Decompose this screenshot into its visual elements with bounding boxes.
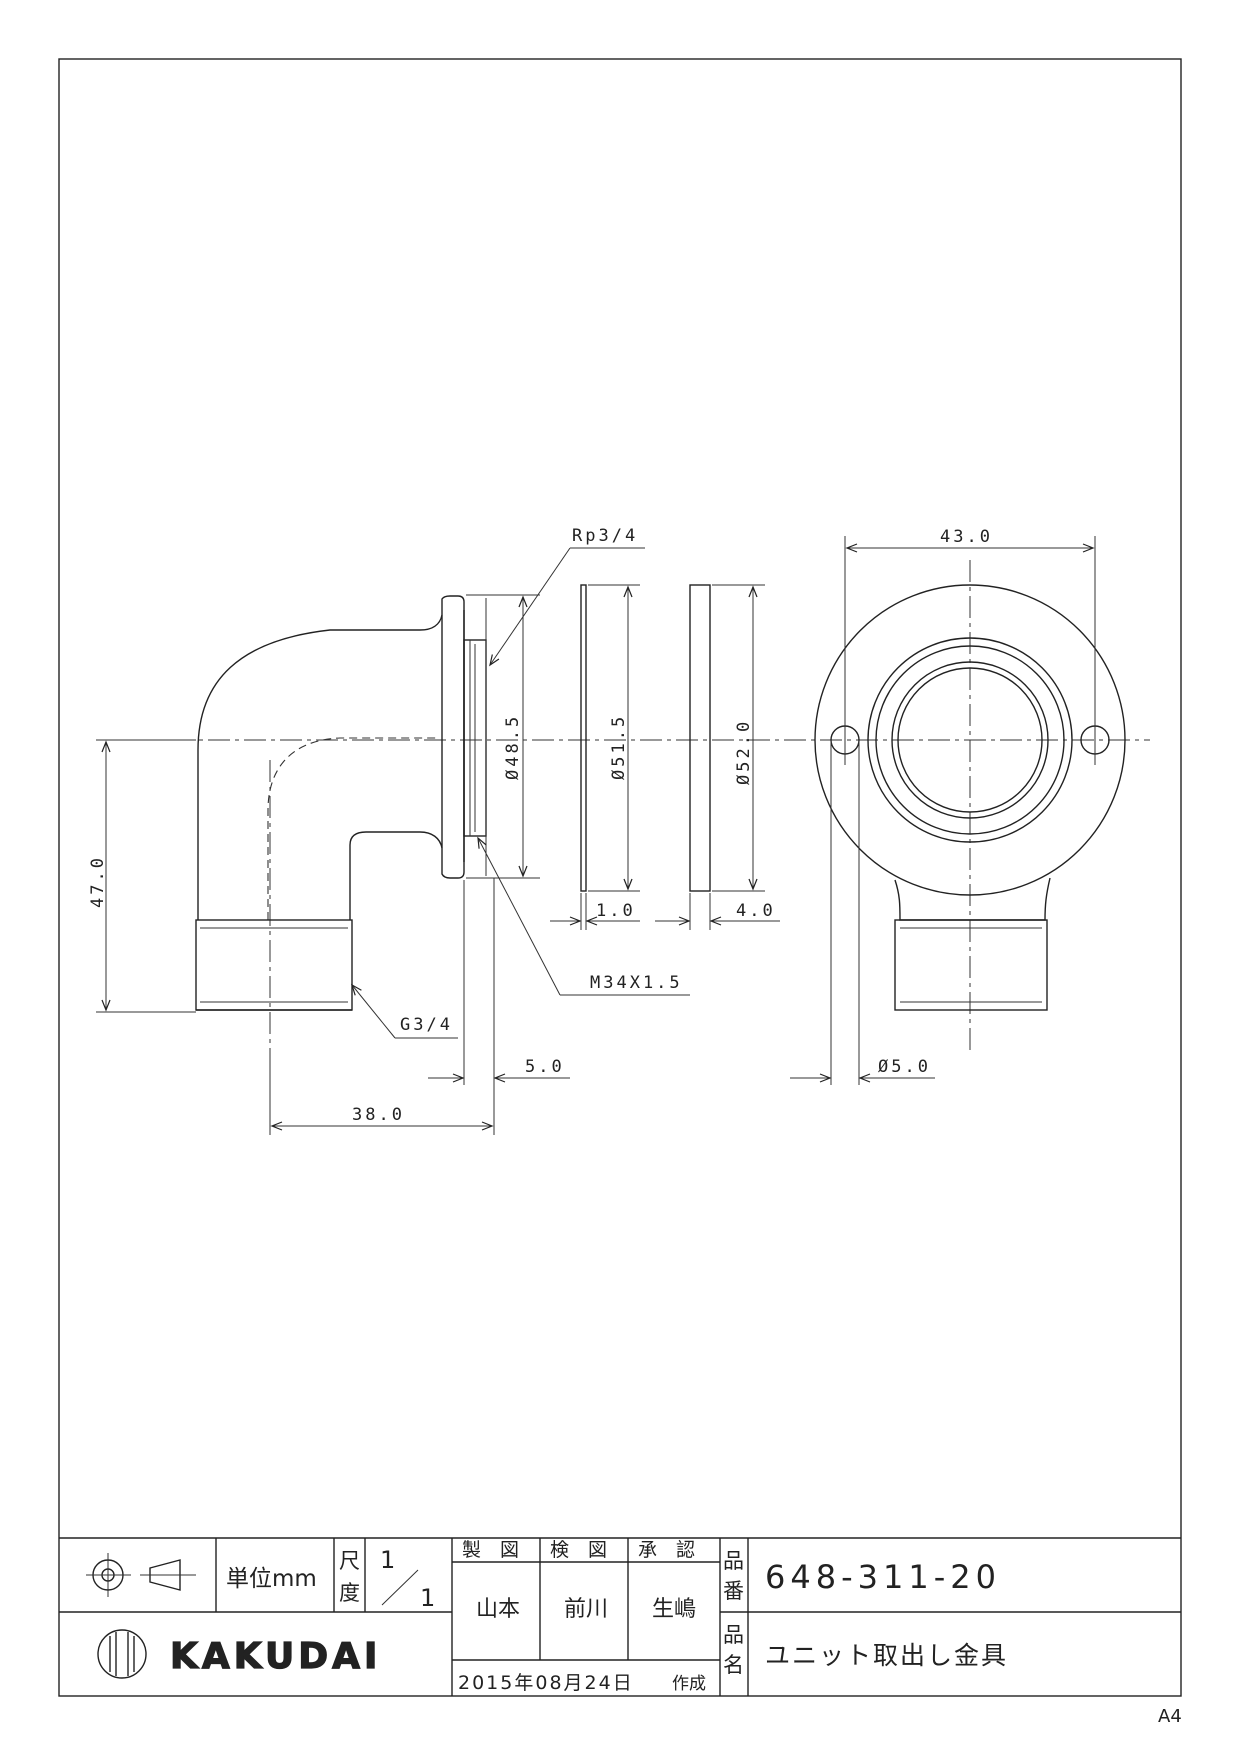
packing-thick [689, 584, 711, 892]
bore-circle-outer [891, 661, 1049, 819]
thread-circle-outer [867, 637, 1073, 843]
label-rp: Rp3/4 [572, 526, 638, 546]
label-d51: Ø51.5 [609, 714, 629, 780]
drawing-date: 2015年08月24日 [458, 1672, 634, 1694]
elbow-bore-hidden [267, 737, 440, 920]
third-angle-projection-icon [86, 1553, 196, 1597]
packing-thin [580, 584, 587, 892]
role-checker: 検 図 [550, 1539, 607, 1561]
label-t1: 1.0 [596, 901, 636, 921]
name-checker: 前川 [564, 1597, 608, 1622]
front-view [814, 560, 1126, 1050]
thread-circle-mid [875, 645, 1065, 835]
label-g: G3/4 [400, 1015, 453, 1035]
part-name-label-1: 品 [723, 1623, 744, 1647]
label-w43: 43.0 [940, 527, 993, 547]
drawing-date-suffix: 作成 [672, 1674, 706, 1694]
part-name-label-2: 名 [723, 1653, 744, 1677]
part-no-label-2: 番 [723, 1579, 744, 1603]
sheet-border [58, 58, 1182, 1697]
scale-label-2: 度 [339, 1581, 360, 1605]
part-number: 648-311-20 [765, 1558, 1001, 1596]
label-d48: Ø48.5 [503, 714, 523, 780]
scale-label-1: 尺 [339, 1549, 360, 1573]
label-w5: 5.0 [525, 1057, 565, 1077]
role-approver: 承 認 [638, 1539, 695, 1561]
bore-circle-inner [897, 667, 1043, 813]
elbow-outer-wall [197, 614, 443, 920]
part-no-label-1: 品 [723, 1549, 744, 1573]
name-approver: 生嶋 [652, 1597, 696, 1622]
unit-label: 単位mm [226, 1566, 317, 1592]
elbow-flange [441, 595, 465, 879]
name-drafter: 山本 [476, 1597, 520, 1622]
label-h47: 47.0 [88, 855, 108, 908]
elbow-inner-wall [349, 831, 443, 920]
label-hole5: Ø5.0 [878, 1057, 931, 1077]
role-drafter: 製 図 [462, 1539, 519, 1561]
part-name: ユニット取出し金具 [765, 1641, 1008, 1670]
title-block: 単位mm 尺 度 1 1 製 図 検 図 承 認 山本 前川 生嶋 品 番 64… [59, 1537, 1181, 1696]
g-thread [195, 919, 353, 1011]
company-name: KAKUDAI [170, 1636, 381, 1677]
label-d52: Ø52.0 [734, 719, 754, 785]
dimensions: Rp3/4 Ø48.5 Ø51.5 Ø52.0 1.0 4.0 M34X1.5 [88, 526, 1096, 1135]
label-t4: 4.0 [736, 901, 776, 921]
label-w38: 38.0 [352, 1105, 405, 1125]
front-g-thread [894, 919, 1048, 1011]
label-m34: M34X1.5 [590, 973, 683, 993]
kakudai-logo: KAKUDAI [97, 1629, 381, 1679]
flange-outer-circle [814, 584, 1126, 896]
scale-denominator: 1 [420, 1584, 435, 1612]
scale-numerator: 1 [380, 1546, 395, 1574]
side-view [100, 595, 1150, 1050]
sheet-size: A4 [1158, 1706, 1182, 1727]
